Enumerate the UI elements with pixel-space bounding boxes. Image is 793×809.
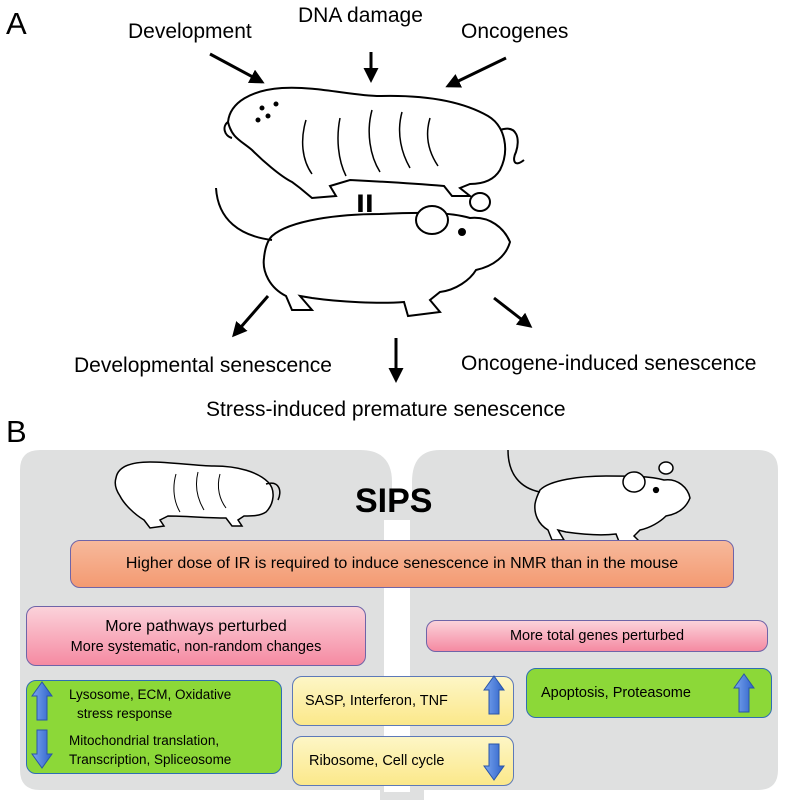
arrow-development	[209, 52, 265, 84]
label-developmental-senescence: Developmental senescence	[74, 354, 332, 377]
label-development: Development	[128, 20, 252, 43]
shared-up-box: SASP, Interferon, TNF	[292, 676, 514, 726]
nmr-up-line1: Lysosome, ECM, Oxidative	[69, 687, 232, 702]
arrow-to-oncogene-induced	[493, 296, 533, 328]
nmr-pathways-detail-box: Lysosome, ECM, Oxidative stress response…	[26, 680, 282, 774]
label-oncogenes: Oncogenes	[461, 20, 569, 43]
nmr-up-line2: stress response	[77, 706, 173, 721]
mouse-icon	[507, 449, 691, 545]
nmr-pathways-box: More pathways perturbed More systematic,…	[26, 606, 366, 666]
naked-mole-rat-icon	[114, 461, 281, 529]
sips-title: SIPS	[355, 482, 433, 520]
panel-b-letter: B	[6, 414, 27, 449]
nmr-pathways-line2: More systematic, non-random changes	[70, 638, 322, 655]
nmr-down-line2: Transcription, Spliceosome	[69, 752, 232, 767]
arrow-oncogenes	[445, 56, 507, 88]
shared-up-text: SASP, Interferon, TNF	[305, 693, 448, 709]
naked-mole-rat-icon	[223, 86, 525, 200]
shared-down-text: Ribosome, Cell cycle	[309, 753, 445, 769]
label-oncogene-induced-senescence: Oncogene-induced senescence	[461, 352, 757, 375]
nmr-down-line1: Mitochondrial translation,	[69, 733, 220, 748]
mouse-up-text: Apoptosis, Proteasome	[541, 685, 691, 701]
mouse-up-box: Apoptosis, Proteasome	[526, 668, 772, 718]
panel-a-letter: A	[6, 6, 27, 41]
nmr-pathways-line1: More pathways perturbed	[105, 617, 287, 635]
label-stress-induced-senescence: Stress-induced premature senescence	[206, 398, 566, 421]
shared-down-box: Ribosome, Cell cycle	[292, 736, 514, 786]
dose-note-box: Higher dose of IR is required to induce …	[70, 540, 734, 588]
mouse-genes-box: More total genes perturbed	[426, 620, 768, 652]
equals-sign: II	[356, 190, 374, 218]
mouse-icon	[215, 187, 512, 318]
mouse-genes-text: More total genes perturbed	[509, 628, 685, 644]
label-dna-damage: DNA damage	[298, 4, 423, 27]
dose-note-text: Higher dose of IR is required to induce …	[125, 555, 679, 572]
arrow-to-developmental	[232, 295, 270, 338]
